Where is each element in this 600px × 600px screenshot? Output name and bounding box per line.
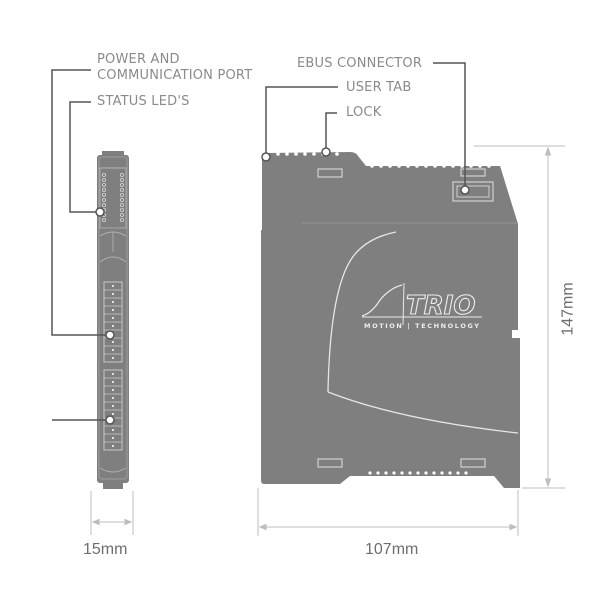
label-user-tab: USER TAB: [346, 80, 412, 95]
lower-left-slot: [317, 458, 343, 468]
logo-tagline: MOTION | TECHNOLOGY: [364, 322, 481, 330]
upper-right-slot: [460, 168, 486, 177]
label-power-port: POWER AND COMMUNICATION PORT: [97, 52, 252, 84]
dim-label-width-front: 107mm: [365, 541, 419, 558]
callout-dot: [261, 152, 271, 162]
lower-right-slot: [460, 458, 486, 468]
side-leaders: [51, 69, 110, 421]
side-view: [97, 151, 129, 489]
logo-tagline-right: TECHNOLOGY: [415, 322, 481, 330]
dim-147mm: [474, 145, 565, 489]
front-view: [261, 152, 520, 488]
dim-label-height: 147mm: [559, 282, 577, 336]
front-leaders: [265, 62, 466, 190]
label-status-leds: STATUS LED'S: [97, 94, 190, 109]
dim-107mm: [257, 488, 519, 536]
callout-dot: [460, 185, 470, 195]
user-tab-slot: [317, 168, 343, 178]
logo-tagline-left: MOTION: [364, 322, 404, 330]
ebus-connector: [452, 181, 494, 202]
callout-dot: [105, 330, 115, 340]
callout-dot: [95, 207, 105, 217]
callout-dot: [105, 415, 115, 425]
dim-label-width-side: 15mm: [83, 541, 128, 558]
label-power-port-line2: COMMUNICATION PORT: [97, 68, 253, 83]
terminal-block-lower: [103, 369, 123, 451]
label-lock: LOCK: [346, 105, 382, 120]
svg-text:TRIO: TRIO: [406, 291, 476, 321]
label-power-port-line1: POWER AND: [97, 52, 180, 67]
trio-logo: TRIO: [361, 282, 482, 326]
callout-dot: [321, 147, 331, 157]
label-ebus-connector: EBUS CONNECTOR: [297, 56, 423, 71]
status-led-array: [101, 172, 125, 223]
dim-15mm: [90, 491, 134, 535]
